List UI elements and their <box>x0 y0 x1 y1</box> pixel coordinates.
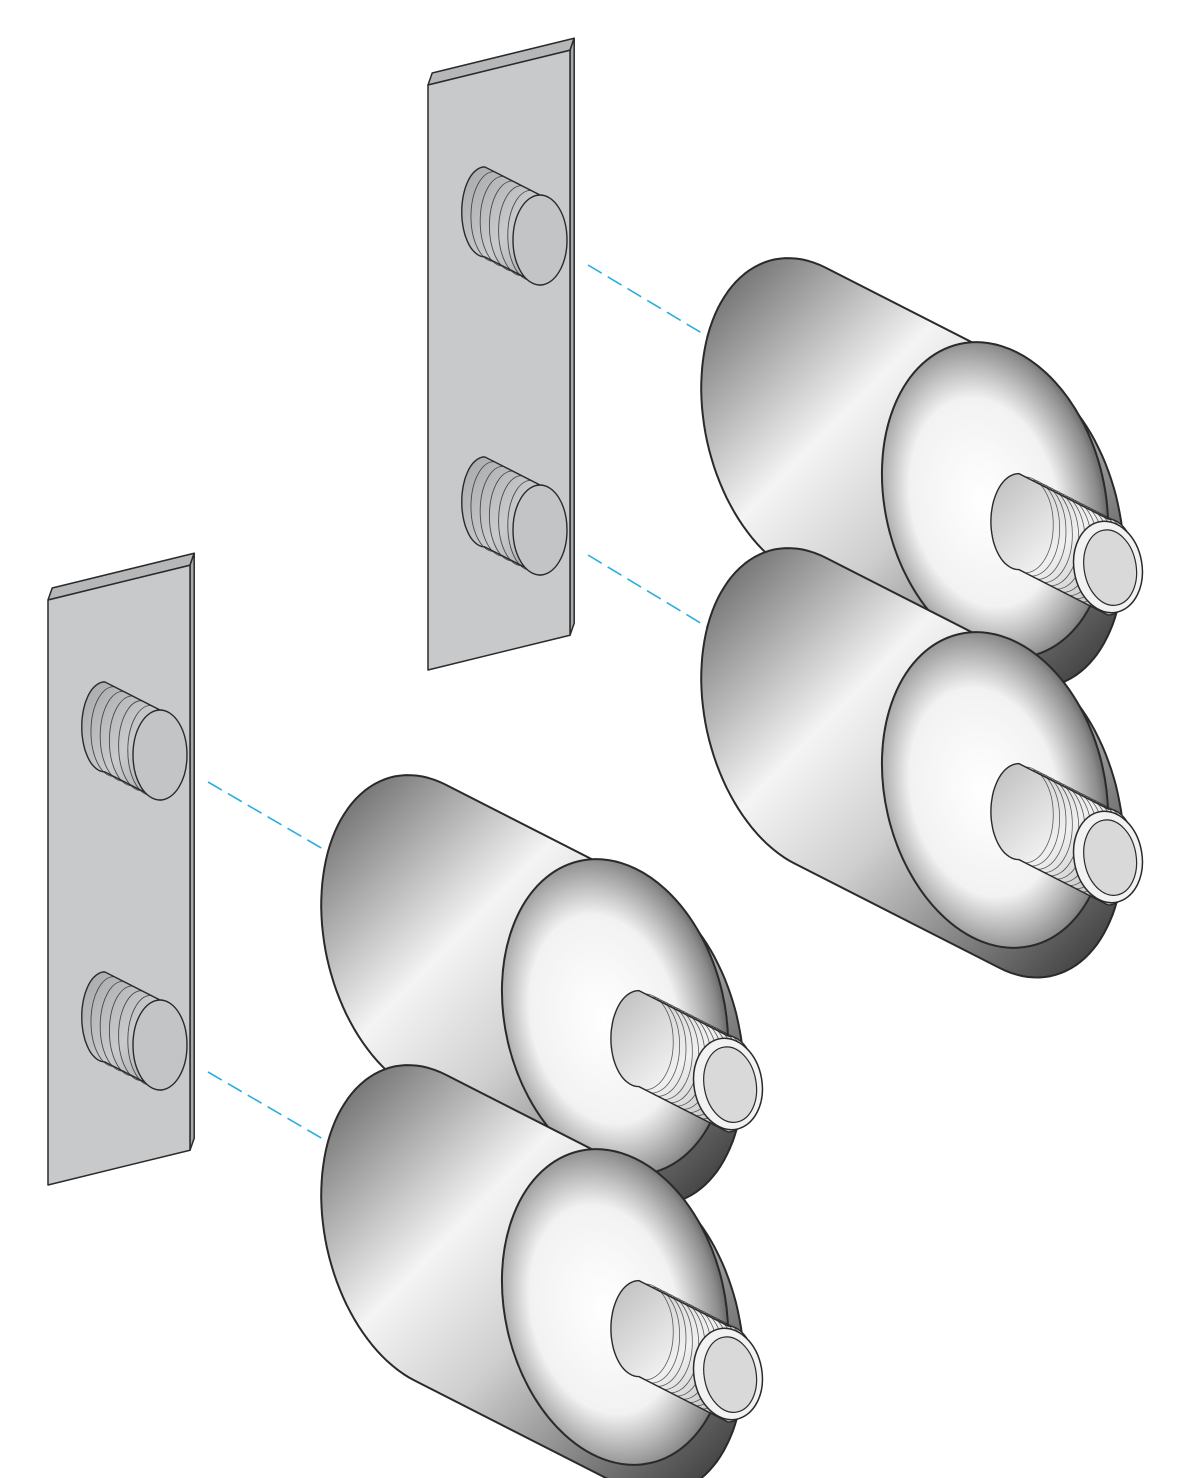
rubber-mount-4 <box>320 1064 764 1478</box>
stud-thread-ring <box>488 180 513 272</box>
bolt-thread <box>664 1293 693 1390</box>
stud-end-face <box>512 484 568 576</box>
mounting-plates <box>47 37 575 1186</box>
mounting-plate-lower <box>47 552 195 1186</box>
stud-thread-ring <box>99 690 124 782</box>
stud-thread-ring <box>108 695 133 787</box>
bolt-thread <box>657 999 687 1097</box>
bolt-tip-chamfer <box>703 1046 758 1123</box>
threaded-stud <box>461 166 568 286</box>
threaded-stud <box>81 681 188 801</box>
bolt-thread <box>651 996 680 1094</box>
stud-end-face <box>512 194 568 286</box>
bolt-tip-chamfer <box>1083 819 1138 896</box>
stud-thread-ring <box>118 990 142 1082</box>
threaded-bolt <box>990 762 1144 906</box>
bolt-thread <box>645 993 674 1091</box>
alignment-guide-line <box>587 264 773 376</box>
bolt-thread <box>1031 479 1060 577</box>
bolt-thread <box>1025 476 1054 574</box>
stud-thread-ring <box>90 686 114 777</box>
bolt-thread <box>1037 482 1067 580</box>
rubber-mounts <box>320 257 1144 1478</box>
rubber-mount-1 <box>700 257 1144 689</box>
bolt-thread <box>664 1003 693 1100</box>
stud-thread-ring <box>470 461 494 552</box>
bolt-thread <box>645 1283 674 1381</box>
stud-thread-ring <box>99 980 124 1072</box>
mounting-plate-upper <box>427 37 575 671</box>
alignment-guide-line <box>587 554 771 666</box>
stud-thread-ring <box>488 470 513 562</box>
stud-thread-ring <box>507 479 531 571</box>
bolt-thread <box>657 1289 687 1387</box>
stud-thread-ring <box>118 700 142 792</box>
stud-thread-ring <box>108 985 133 1077</box>
bolt-thread <box>1037 772 1067 870</box>
plate-front-face <box>47 564 191 1186</box>
threaded-stud <box>461 456 568 576</box>
threaded-stud <box>81 971 188 1091</box>
stud-thread-ring <box>498 475 522 567</box>
bolt-tip-chamfer <box>1083 529 1138 606</box>
rubber-mount-3 <box>320 774 764 1206</box>
bolt-thread <box>1044 486 1073 583</box>
bolt-thread <box>1031 769 1060 867</box>
threaded-bolt <box>610 1279 764 1423</box>
stud-thread-ring <box>470 171 494 262</box>
stud-thread-ring <box>90 976 114 1067</box>
bolt-thread <box>1025 766 1054 864</box>
bolt-tip-chamfer <box>703 1336 758 1413</box>
stud-thread-ring <box>127 704 151 796</box>
stud-thread-ring <box>507 189 531 281</box>
rubber-mount-2 <box>700 547 1144 979</box>
stud-end-face <box>132 999 188 1091</box>
stud-thread-ring <box>127 994 151 1086</box>
stud-thread-ring <box>479 175 504 267</box>
threaded-bolt <box>990 472 1144 616</box>
stud-thread-ring <box>479 465 504 557</box>
stud-thread-ring <box>498 185 522 277</box>
bolt-thread <box>651 1286 680 1384</box>
stud-end-face <box>132 709 188 801</box>
bolt-thread <box>1044 776 1073 873</box>
threaded-bolt <box>610 989 764 1133</box>
plate-front-face <box>427 49 571 671</box>
